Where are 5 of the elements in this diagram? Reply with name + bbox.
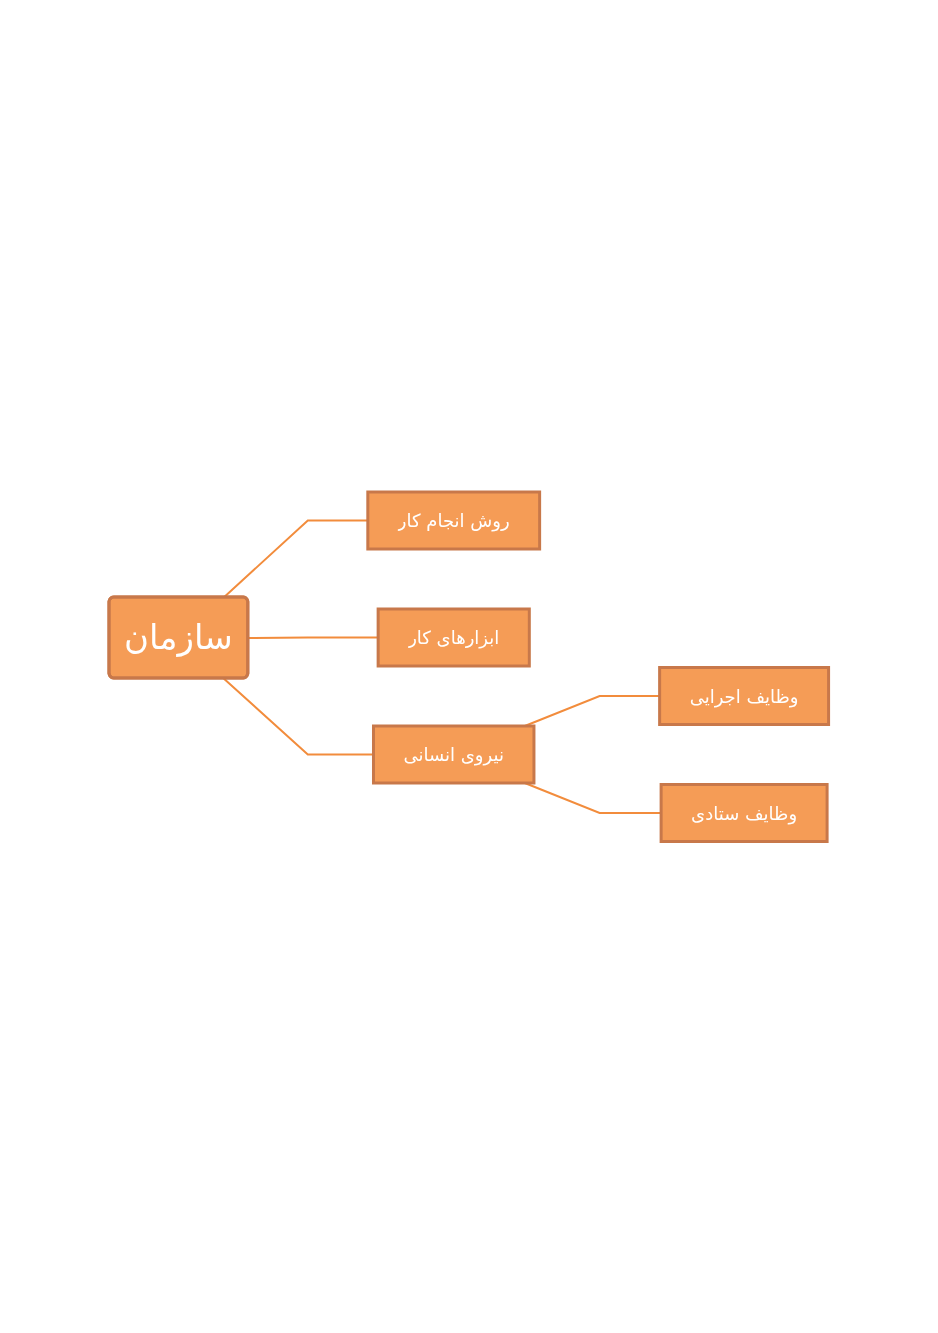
node-box: روش انجام کار: [366, 490, 542, 551]
node-box: ابزارهای کار: [376, 607, 531, 668]
node-box: نیروی انسانی: [372, 724, 536, 785]
node-box: وظایف ستادی: [659, 782, 829, 843]
node-box: وظایف اجرایی: [658, 665, 831, 726]
